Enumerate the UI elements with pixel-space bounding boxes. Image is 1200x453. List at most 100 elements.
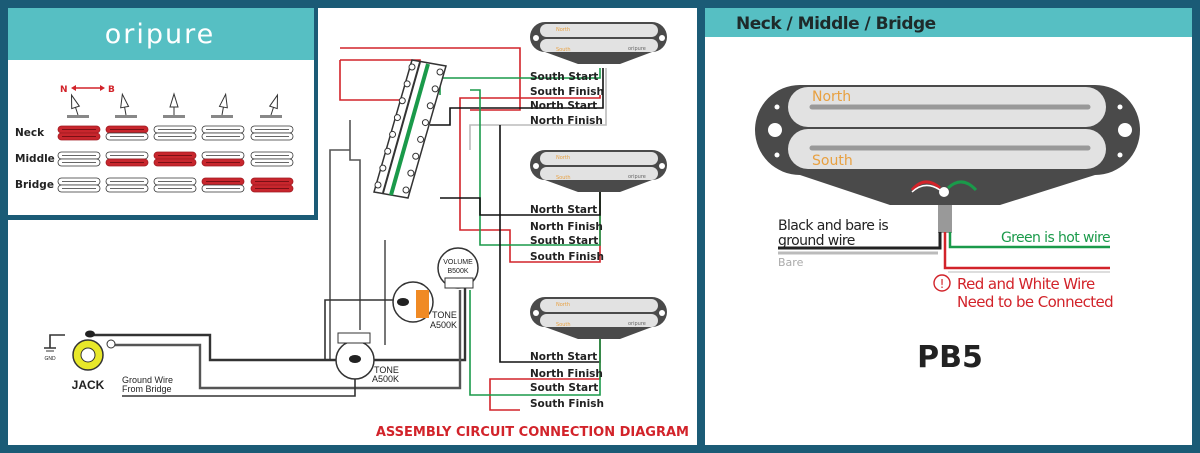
legend-coil-pair (201, 151, 245, 167)
legend-coil-pair (105, 125, 149, 141)
legend-coil-pair (105, 177, 149, 193)
wire-label: South Start (530, 382, 598, 394)
output-jack: GND JACK Ground Wire From Bridge (44, 330, 173, 394)
switch-lug (436, 68, 444, 76)
direction-neck: N (60, 85, 68, 95)
switch-lug (407, 169, 415, 177)
wire-grey (329, 149, 350, 360)
switch-lug (421, 119, 429, 127)
switch-lug (402, 186, 410, 194)
hot-wire-note: Green is hot wire (1001, 230, 1110, 246)
legend-coil-pair (250, 151, 294, 167)
legend-row-label: Bridge (15, 179, 54, 191)
switch-lug (431, 85, 439, 93)
switch-lug (374, 181, 382, 189)
legend-coil-pair (153, 125, 197, 141)
switch-position-icon (67, 93, 89, 118)
switch-lug (398, 97, 406, 105)
switch-lug (426, 102, 434, 110)
switch-lug (389, 130, 397, 138)
wire-label: North Finish (530, 221, 603, 233)
wire-label: North Start (530, 204, 597, 216)
wire-label: North Finish (530, 368, 603, 380)
wire-grey (349, 120, 361, 330)
south-coil-label: South (556, 175, 571, 181)
exclamation-circle-icon: ! (933, 274, 951, 292)
wire-label: North Finish (530, 115, 603, 127)
switch-lug (408, 63, 416, 71)
direction-bridge: B (108, 85, 115, 95)
oripure-logo: oripure (105, 19, 216, 50)
tone-label: TONE (432, 310, 457, 320)
pb5-pickup: North South (755, 85, 1140, 273)
five-way-switch (373, 59, 447, 199)
switch-position-icon (211, 92, 233, 118)
svg-text:!: ! (940, 277, 945, 291)
legend-coil-pair (153, 177, 197, 193)
legend-coil-pair (57, 151, 101, 167)
wire-ground (90, 280, 467, 362)
detail-header (705, 8, 1192, 37)
wire-label: South Finish (530, 251, 604, 263)
diagram-title: ASSEMBLY CIRCUIT CONNECTION DIAGRAM (376, 425, 689, 440)
legend-row-label: Neck (15, 127, 45, 139)
switch-lug (403, 80, 411, 88)
tone-value: A500K (430, 320, 457, 330)
wires (49, 47, 607, 411)
north-coil-label: North (556, 155, 570, 161)
wire-label: South Start (530, 235, 598, 247)
south-coil-label: South (556, 47, 571, 53)
switch-lug (384, 147, 392, 155)
legend-row-label: Middle (15, 153, 55, 165)
volume-label: VOLUME (443, 259, 473, 266)
brand-mark: oripure (628, 174, 646, 180)
switch-lug (412, 152, 420, 160)
wire-bare (469, 68, 607, 150)
switch-lug (379, 164, 387, 172)
wire-label: South Start (530, 71, 598, 83)
south-coil-label: South (556, 322, 571, 328)
legend-coil-pair (57, 125, 101, 141)
wire-black (430, 68, 604, 126)
legend-coil-pair (153, 151, 197, 167)
wire-label: North Start (530, 100, 597, 112)
wire-label: South Finish (530, 398, 604, 410)
wire-label: North Start (530, 351, 597, 363)
legend-coil-pair (250, 177, 294, 193)
legend-coil-pair (250, 125, 294, 141)
switch-position-icon (115, 92, 137, 118)
ground-note: From Bridge (122, 384, 172, 394)
brand-mark: oripure (628, 321, 646, 327)
warning-note: Need to be Connected (957, 293, 1113, 311)
ground-wire-note: Black and bare is (778, 218, 888, 234)
model-name: PB5 (917, 340, 983, 375)
wire-red (340, 47, 521, 111)
wire-tone (324, 299, 400, 360)
legend-coil-pair (105, 151, 149, 167)
south-coil-label: South (812, 153, 853, 169)
switch-lug (417, 135, 425, 143)
detail-title: Neck / Middle / Bridge (736, 14, 936, 34)
legend-coil-pair (201, 177, 245, 193)
volume-pot: VOLUME B500K (437, 247, 479, 289)
wire-green (470, 89, 601, 246)
ground-wire-note: ground wire (778, 233, 855, 249)
ground-note: Ground Wire (122, 375, 173, 385)
legend-coil-pair (57, 177, 101, 193)
tone-label: TONE (374, 365, 399, 375)
north-coil-label: North (812, 89, 851, 105)
wire-black (440, 190, 601, 216)
capacitor (416, 290, 429, 318)
switch-position-icon (260, 93, 282, 118)
tone-value: A500K (372, 374, 399, 384)
legend-coil-pair (201, 125, 245, 141)
wire-hot (110, 290, 462, 390)
wire-red (459, 95, 601, 263)
jack-label: JACK (72, 378, 105, 392)
tone-pot-2: TONE A500K (335, 332, 399, 384)
